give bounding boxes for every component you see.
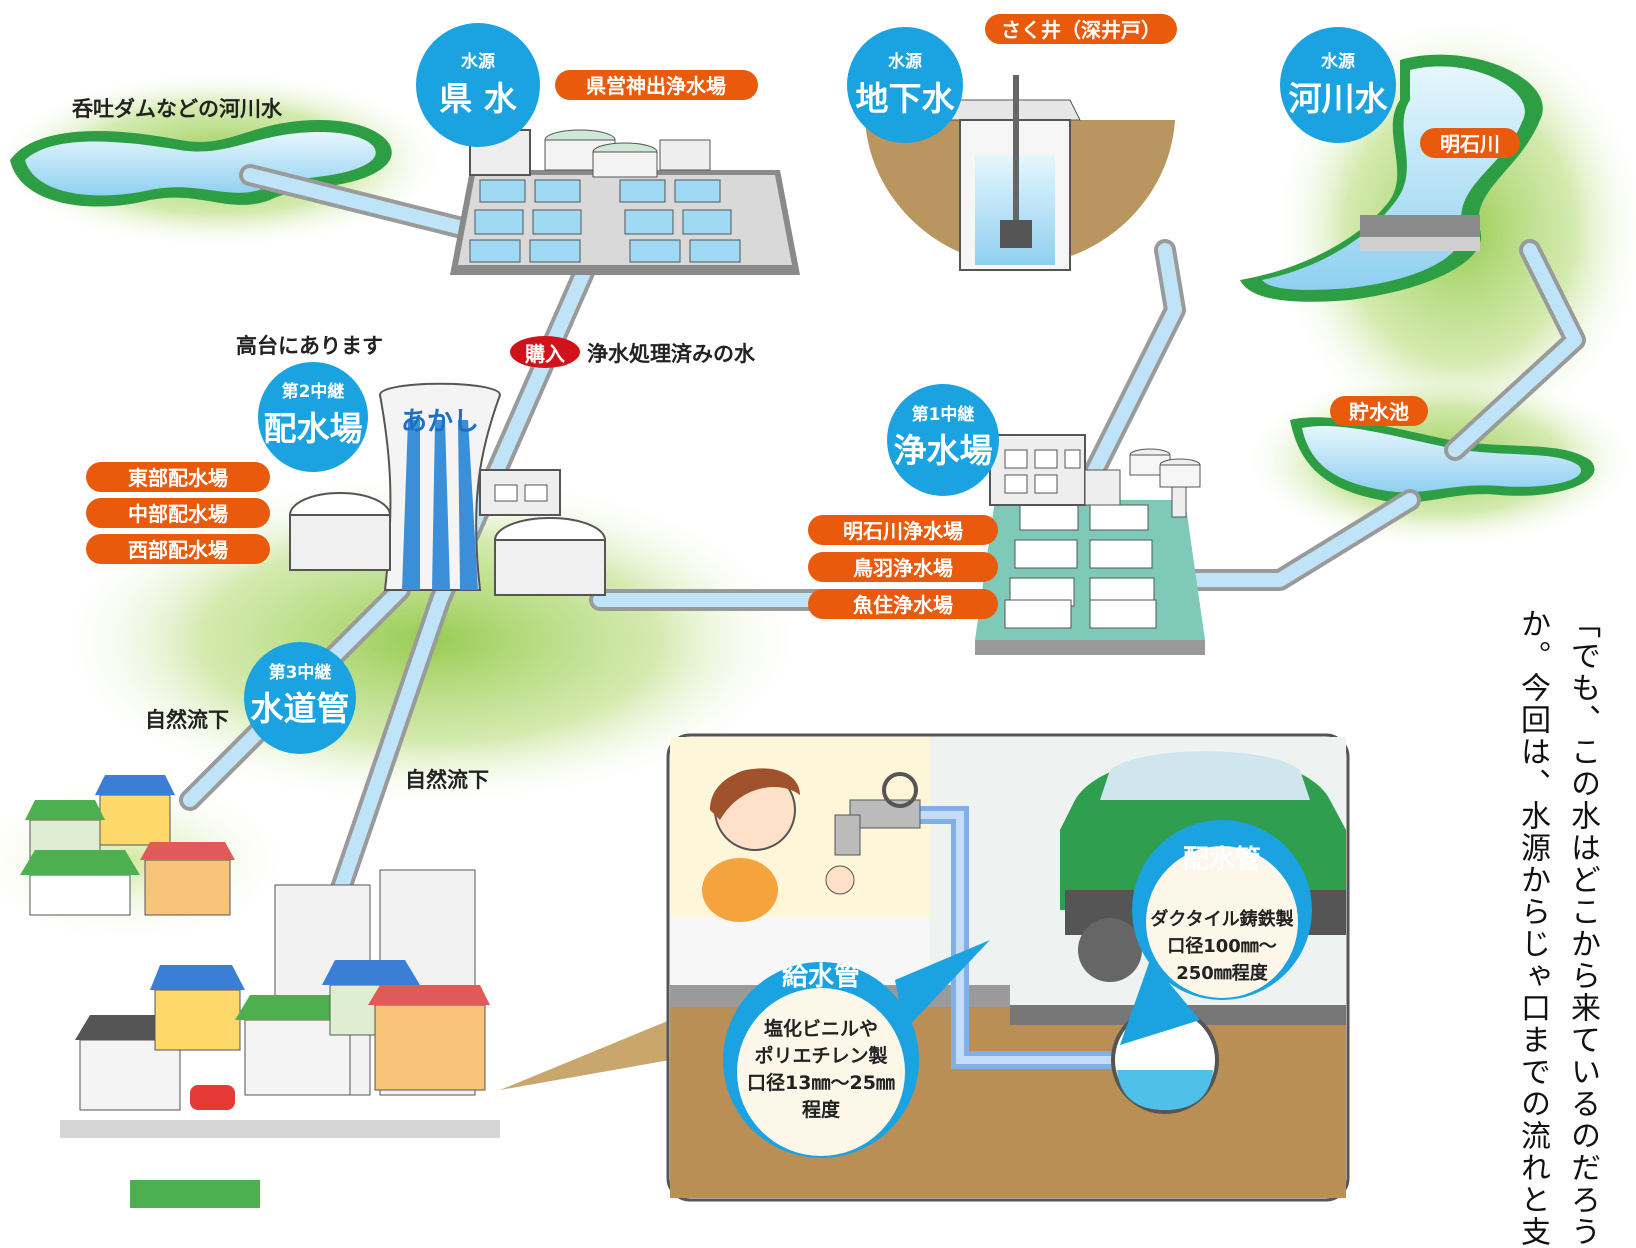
prefectural-plant-label: 県営神出浄水場 xyxy=(555,70,758,100)
side-text-line-1: 「でも、この水はどこから来ているのだろう xyxy=(1565,608,1600,1248)
relay1-plant-toba: 鳥羽浄水場 xyxy=(853,556,953,580)
relay1-plant-akashigawa: 明石川浄水場 xyxy=(843,519,963,543)
relay2-name: 配水場 xyxy=(264,409,363,448)
flow-label-right: 自然流下 xyxy=(405,768,489,792)
side-text-line-2: か。今回は、水源からじゃ口までの流れと支 xyxy=(1515,608,1550,1248)
prefectural-plant xyxy=(450,129,800,275)
river-source-name: 河川水 xyxy=(1289,79,1389,118)
service-pipe-title: 給水管 xyxy=(782,961,860,992)
service-pipe-line-1: 塩化ビニルや xyxy=(764,1017,878,1040)
relay3-tag: 第3中継 xyxy=(269,662,332,683)
main-pipe-line-1: ダクタイル鋳鉄製 xyxy=(1150,908,1293,930)
relay1-plant-uozumi: 魚住浄水場 xyxy=(853,593,953,617)
flow-label-left: 自然流下 xyxy=(145,708,229,732)
city xyxy=(60,869,500,1208)
groundwater-source-name: 地下水 xyxy=(856,79,956,118)
river-source-tag: 水源 xyxy=(1321,51,1355,72)
relay1-plant-list: 明石川浄水場 鳥羽浄水場 魚住浄水場 xyxy=(808,515,998,619)
relay3-name: 水道管 xyxy=(251,689,350,728)
well-label: さく井（深井戸） xyxy=(985,14,1177,44)
relay1-tag: 第1中継 xyxy=(912,404,975,425)
svg-text:さく井（深井戸）: さく井（深井戸） xyxy=(1001,18,1161,42)
relay2-plant-central: 中部配水場 xyxy=(128,502,228,526)
tower-label: あかし xyxy=(401,407,479,437)
prefectural-source-name: 県 水 xyxy=(439,79,517,118)
weir xyxy=(1360,215,1480,237)
purchase-badge: 購入 xyxy=(510,336,580,368)
service-pipe-line-2: ポリエチレン製 xyxy=(754,1044,887,1067)
distribution-tower xyxy=(289,382,606,596)
service-pipe-line-4: 程度 xyxy=(802,1098,841,1121)
relay2-bubble: 第2中継 配水場 xyxy=(258,362,368,472)
relay3-bubble: 第3中継 水道管 xyxy=(244,642,356,754)
prefectural-source-tag: 水源 xyxy=(461,51,495,72)
relay1-plant xyxy=(975,434,1205,655)
reservoir-label: 貯水池 xyxy=(1330,396,1428,426)
relay2-plant-list: 東部配水場 中部配水場 西部配水場 xyxy=(86,462,270,564)
highland-note: 高台にあります xyxy=(236,334,383,358)
service-pipe-callout: 給水管 塩化ビニルや ポリエチレン製 口径13㎜～25㎜ 程度 xyxy=(723,940,990,1158)
dam-river-label: 呑吐ダムなどの河川水 xyxy=(71,97,283,121)
relay1-bubble: 第1中継 浄水場 xyxy=(887,384,999,496)
river-name-label: 明石川 xyxy=(1420,128,1520,158)
main-pipe-title: 配水管 xyxy=(1183,845,1261,875)
svg-text:貯水池: 貯水池 xyxy=(1349,400,1409,424)
relay2-plant-east: 東部配水場 xyxy=(128,466,228,490)
water-supply-diagram: 水源 県 水 水源 地下水 水源 河川水 第2中継 配水場 第1中継 浄水場 第… xyxy=(0,10,1636,1208)
service-pipe-line-3: 口径13㎜～25㎜ xyxy=(747,1072,895,1094)
relay2-plant-west: 西部配水場 xyxy=(128,538,228,562)
main-pipe-line-3: 250㎜程度 xyxy=(1176,962,1269,984)
main-pipe-line-2: 口径100㎜～ xyxy=(1167,935,1277,957)
houses-left xyxy=(20,775,235,916)
prefectural-source-bubble: 水源 県 水 xyxy=(416,23,540,147)
relay2-tag: 第2中継 xyxy=(282,381,345,402)
svg-text:明石川: 明石川 xyxy=(1440,132,1500,156)
svg-text:購入: 購入 xyxy=(525,342,565,366)
svg-text:県営神出浄水場: 県営神出浄水場 xyxy=(586,74,726,98)
main-pipe-callout: 配水管 ダクタイル鋳鉄製 口径100㎜～ 250㎜程度 xyxy=(1120,820,1312,1045)
river-source-bubble: 水源 河川水 xyxy=(1280,27,1396,143)
groundwater-source-tag: 水源 xyxy=(888,51,922,72)
relay1-name: 浄水場 xyxy=(894,431,993,470)
groundwater-well xyxy=(865,75,1175,271)
groundwater-source-bubble: 水源 地下水 xyxy=(847,27,963,143)
purchase-text: 浄水処理済みの水 xyxy=(587,342,756,366)
